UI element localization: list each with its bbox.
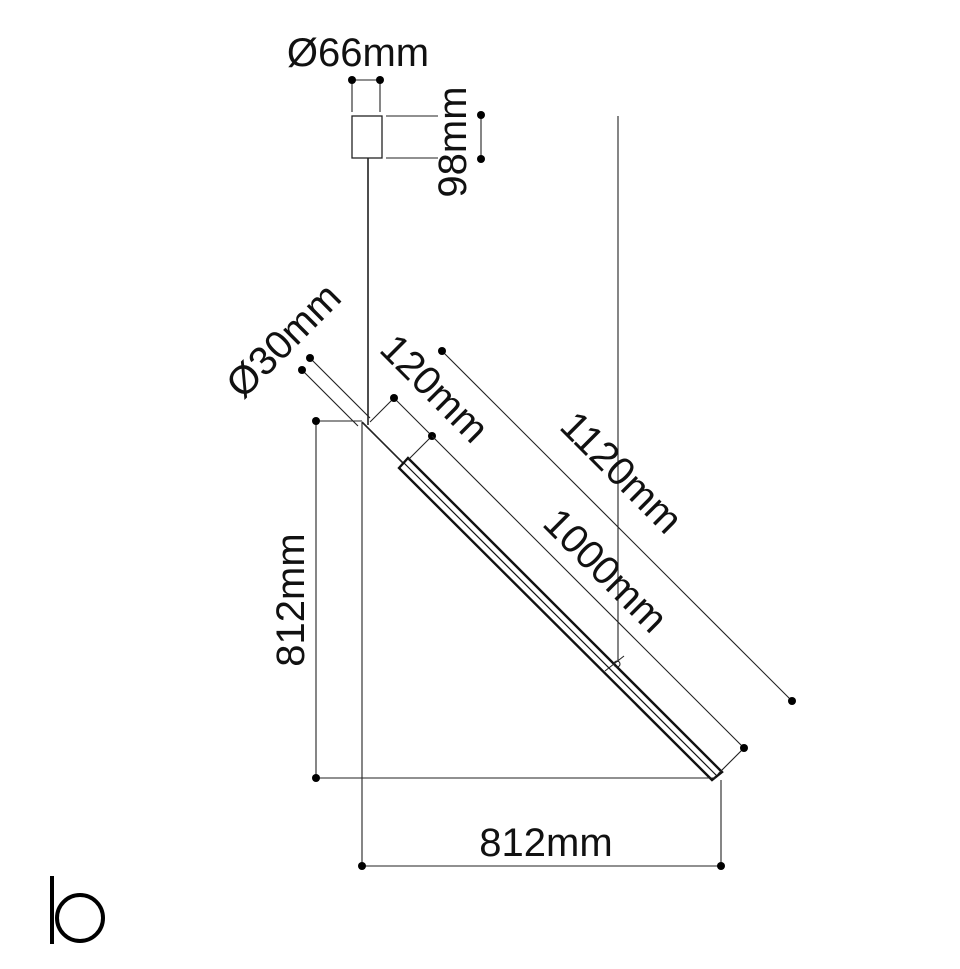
- canopy-height-dimension: 98mm: [386, 86, 485, 198]
- canopy-diameter-label: Ø66mm: [287, 31, 429, 75]
- canopy-height-label: 98mm: [431, 86, 475, 197]
- light-length-dimension: 1000mm: [431, 435, 748, 775]
- canopy-diameter-dimension: Ø66mm: [287, 31, 429, 112]
- tube-diameter-dimension: Ø30mm: [218, 275, 371, 427]
- tube-diameter-label: Ø30mm: [218, 275, 350, 407]
- width-dimension: 812mm: [358, 780, 725, 870]
- total-length-dimension: 1120mm: [438, 347, 796, 705]
- height-label: 812mm: [269, 533, 313, 666]
- pendant-tube: [361, 421, 724, 782]
- brand-logo: [50, 876, 105, 944]
- width-label: 812mm: [479, 821, 612, 865]
- canopy: [351, 115, 383, 159]
- light-tube: [397, 456, 724, 782]
- offset-dimension: 120mm: [369, 326, 497, 461]
- height-dimension: 812mm: [269, 417, 716, 782]
